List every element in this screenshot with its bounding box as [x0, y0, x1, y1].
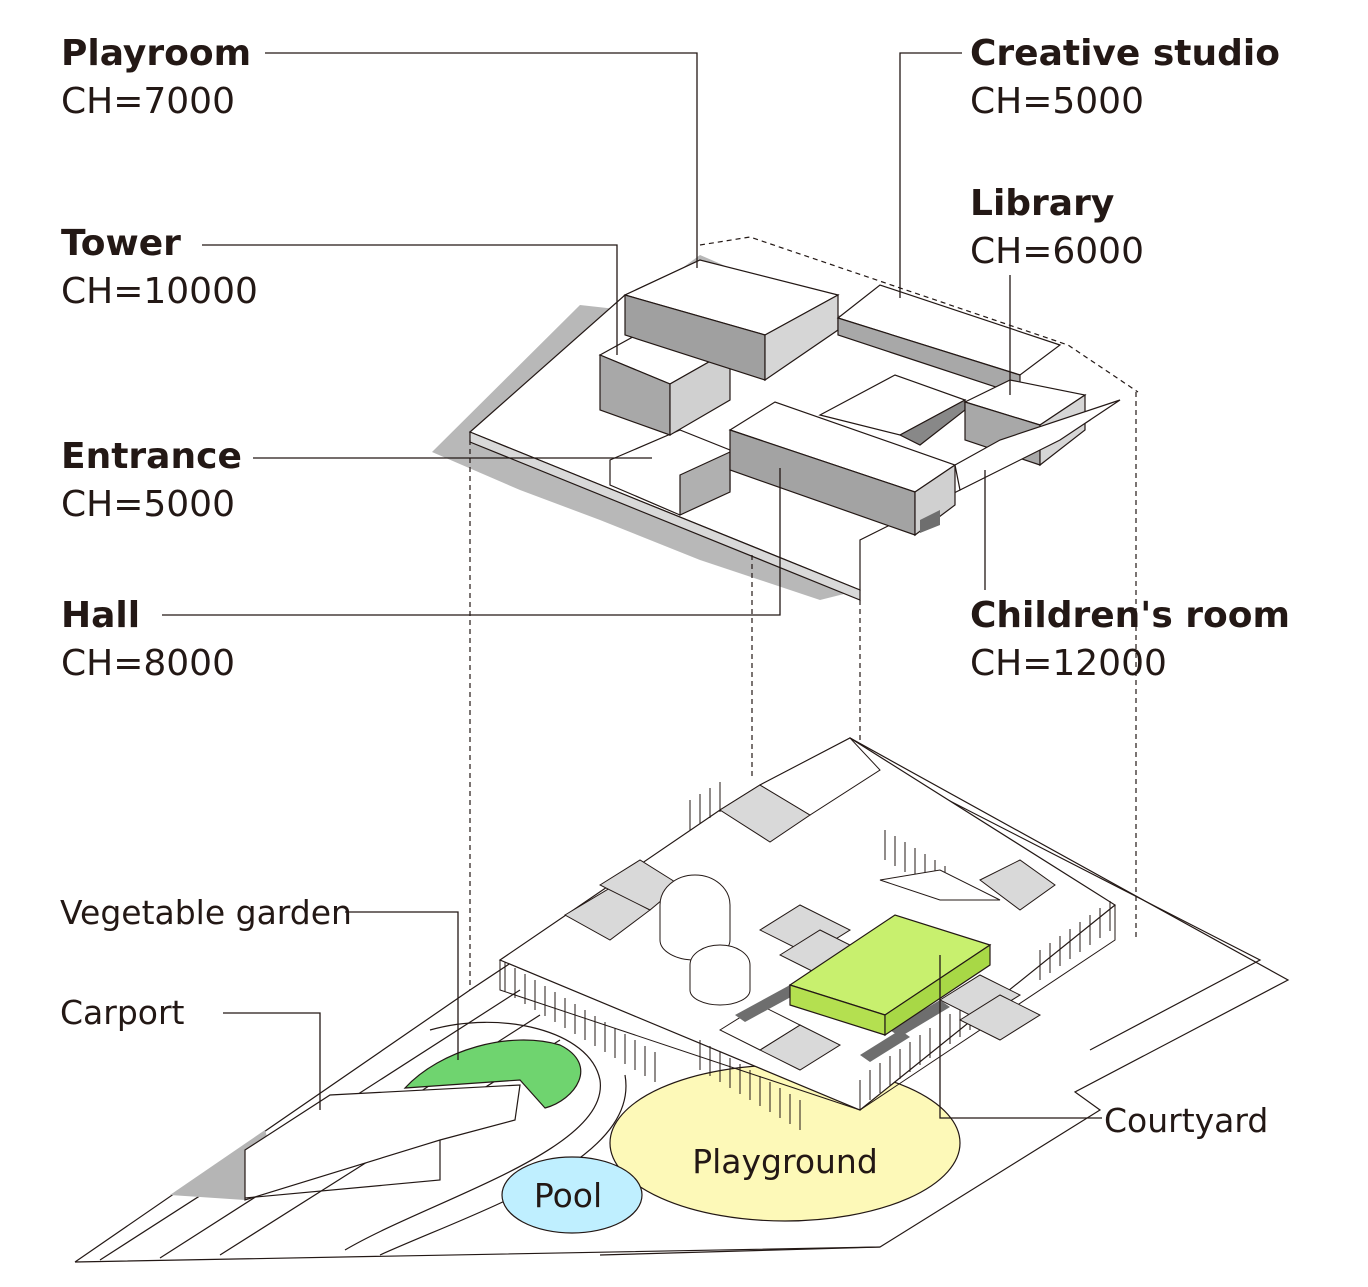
leader-vegetable-garden [345, 911, 459, 1060]
playground-label: Playground [692, 1142, 878, 1181]
label-tower: Tower CH=10000 [61, 226, 258, 310]
hall-ch: CH=8000 [61, 643, 235, 684]
entrance-side [679, 451, 731, 516]
tower-ch: CH=10000 [61, 271, 258, 312]
leader-tower [202, 244, 618, 355]
library-name: Library [970, 183, 1115, 224]
creative-studio-name: Creative studio [970, 33, 1280, 74]
label-carport: Carport [60, 993, 185, 1032]
entrance-ch: CH=5000 [61, 484, 235, 525]
library-ch: CH=6000 [970, 231, 1144, 272]
childrens-room-name: Children's room [970, 595, 1291, 636]
label-entrance: Entrance CH=5000 [61, 439, 242, 523]
interior-rooms [564, 737, 1056, 1071]
childrens-room-ch: CH=12000 [970, 643, 1167, 684]
tower-name: Tower [61, 223, 181, 264]
site-inner-line [869, 759, 1262, 1051]
entrance-name: Entrance [61, 436, 242, 477]
leader-courtyard [939, 955, 1102, 1119]
courtyard-side [884, 943, 991, 1037]
label-courtyard: Courtyard [1104, 1101, 1269, 1140]
playroom-name: Playroom [61, 33, 252, 74]
carport-roof [244, 1084, 521, 1201]
leader-playroom [265, 52, 698, 268]
drive-curve [344, 1021, 601, 1251]
vegetable-garden-shape [403, 1039, 582, 1109]
label-library: Library CH=6000 [970, 186, 1144, 270]
label-childrens-room: Children's room CH=12000 [970, 598, 1290, 682]
site-plan [74, 510, 1290, 1263]
leader-creative-studio [899, 52, 962, 298]
roof-massing [432, 236, 1139, 601]
pool-shape [501, 1156, 643, 1234]
label-hall: Hall CH=8000 [61, 598, 235, 682]
label-creative-studio: Creative studio CH=5000 [970, 36, 1280, 120]
label-playroom: Playroom CH=7000 [61, 36, 251, 120]
leader-carport [223, 1012, 321, 1110]
hall-name: Hall [61, 595, 141, 636]
creative-studio-ch: CH=5000 [970, 81, 1144, 122]
leader-lines [162, 52, 1102, 1119]
leader-hall [162, 468, 781, 616]
planting-strips [735, 510, 950, 1062]
childrens-room-roof [954, 399, 1121, 491]
pool-label: Pool [534, 1176, 602, 1215]
roof-outline-dashed [699, 236, 1139, 393]
carport-shadow [170, 1130, 268, 1200]
label-vegetable-garden: Vegetable garden [60, 893, 352, 932]
facade-stripes [499, 782, 1116, 1130]
playroom-ch: CH=7000 [61, 81, 235, 122]
carport-roof-edge [244, 1140, 441, 1199]
